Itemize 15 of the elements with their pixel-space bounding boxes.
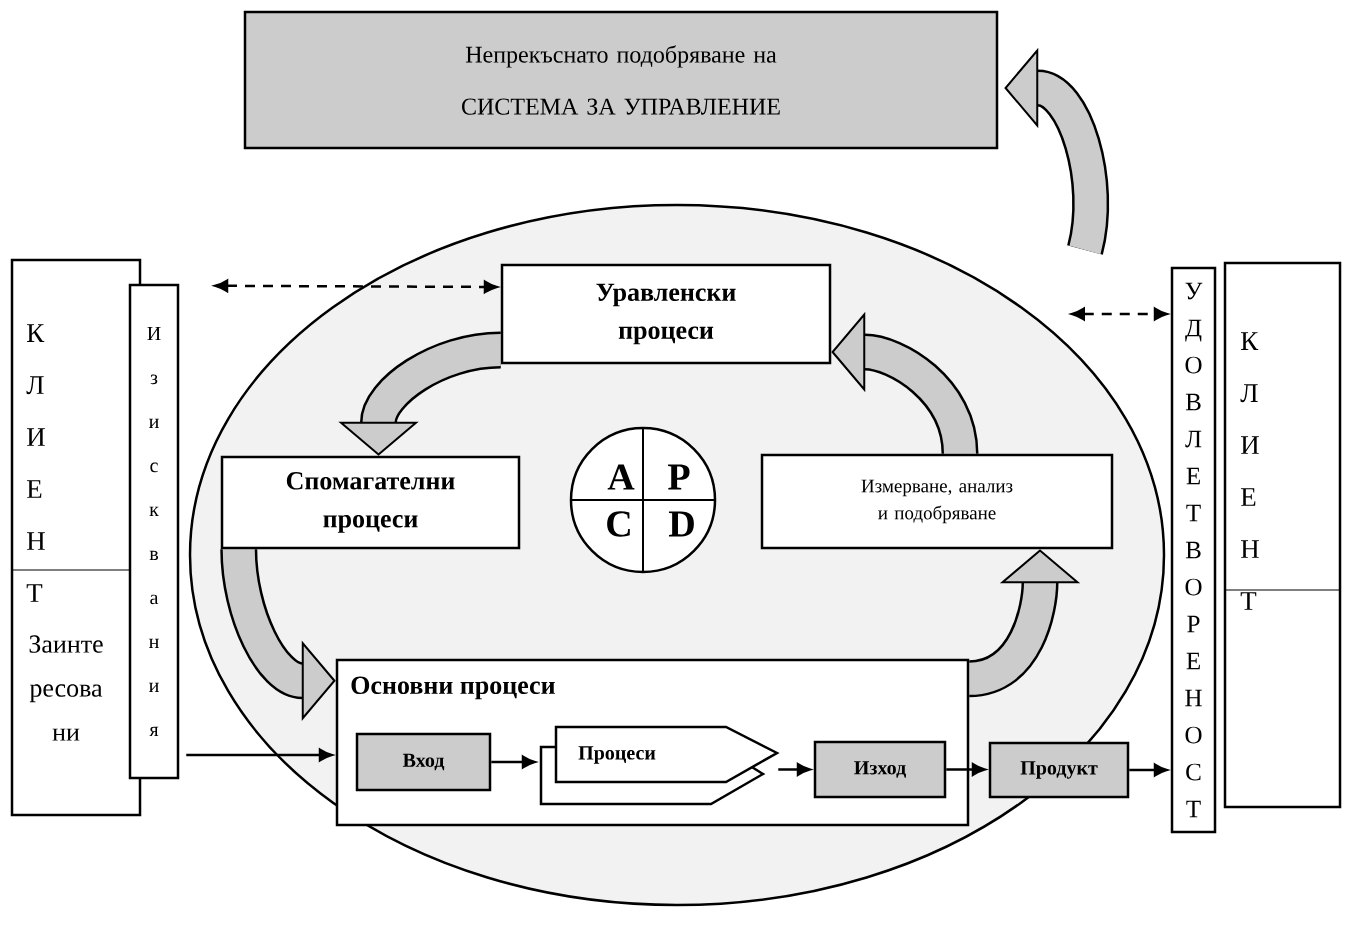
client-box: К Л И Е Н Т [1223,261,1342,809]
arrow [1129,763,1168,777]
product-box: Продукт [988,741,1130,799]
arrow [186,748,333,762]
vertical-text-box: И з и с к в а н и я [128,283,180,780]
vertical-text-box: У Д О В Л Е Т В О Р Е Н О С Т [1170,266,1217,834]
process-box: Измерване, анализ и подобряване [760,453,1114,550]
dashed-arrow [214,279,498,294]
process-box: Уравленски процеси [500,263,832,365]
dashed-arrow [1071,307,1168,321]
process-box: Спомагателни процеси [220,455,521,550]
input-box: Вход [355,732,492,792]
output-box: Изход [813,740,947,799]
arrow [491,755,536,769]
banner-box: Непрекъснато подобряване на СИСТЕМА ЗА УПРАВЛЕНИЕ [243,10,999,150]
